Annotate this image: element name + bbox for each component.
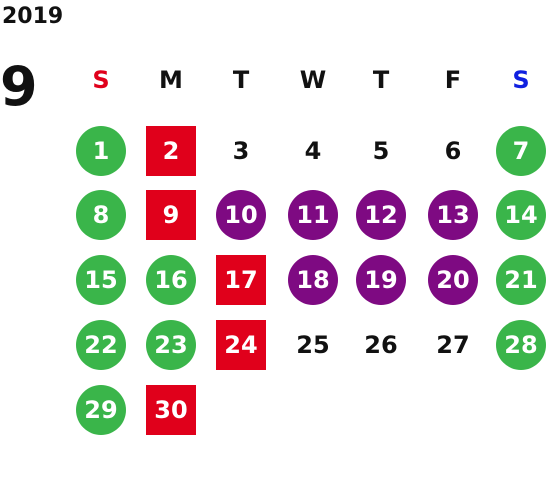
weekday-label: M: [159, 66, 183, 94]
weekday-label: T: [372, 66, 390, 94]
calendar-day[interactable]: 19: [356, 255, 406, 305]
calendar-day[interactable]: 1: [76, 126, 126, 176]
calendar-day[interactable]: 14: [496, 190, 546, 240]
calendar-day[interactable]: 5: [372, 137, 390, 165]
calendar-day[interactable]: 21: [496, 255, 546, 305]
calendar-day[interactable]: 26: [364, 331, 398, 359]
calendar-day[interactable]: 10: [216, 190, 266, 240]
weekday-label: S: [512, 66, 530, 94]
calendar-day[interactable]: 6: [444, 137, 462, 165]
calendar-day[interactable]: 22: [76, 320, 126, 370]
calendar-year: 2019: [2, 4, 64, 29]
calendar-day[interactable]: 2: [146, 126, 196, 176]
calendar-day[interactable]: 4: [304, 137, 322, 165]
calendar-day[interactable]: 3: [232, 137, 250, 165]
calendar-day[interactable]: 12: [356, 190, 406, 240]
calendar-day[interactable]: 11: [288, 190, 338, 240]
calendar-day[interactable]: 23: [146, 320, 196, 370]
calendar-day[interactable]: 28: [496, 320, 546, 370]
calendar-day[interactable]: 18: [288, 255, 338, 305]
weekday-label: F: [444, 66, 462, 94]
calendar-day[interactable]: 16: [146, 255, 196, 305]
calendar-day[interactable]: 7: [496, 126, 546, 176]
calendar-day[interactable]: 30: [146, 385, 196, 435]
calendar-day[interactable]: 20: [428, 255, 478, 305]
calendar-day[interactable]: 27: [436, 331, 470, 359]
calendar-day[interactable]: 13: [428, 190, 478, 240]
calendar-day[interactable]: 25: [296, 331, 330, 359]
weekday-label: W: [299, 66, 327, 94]
calendar-day[interactable]: 17: [216, 255, 266, 305]
weekday-label: T: [232, 66, 250, 94]
calendar-day[interactable]: 29: [76, 385, 126, 435]
calendar-day[interactable]: 15: [76, 255, 126, 305]
calendar-day[interactable]: 8: [76, 190, 126, 240]
calendar-day[interactable]: 24: [216, 320, 266, 370]
calendar-day[interactable]: 9: [146, 190, 196, 240]
calendar-month: 9: [0, 55, 38, 118]
weekday-label: S: [92, 66, 110, 94]
